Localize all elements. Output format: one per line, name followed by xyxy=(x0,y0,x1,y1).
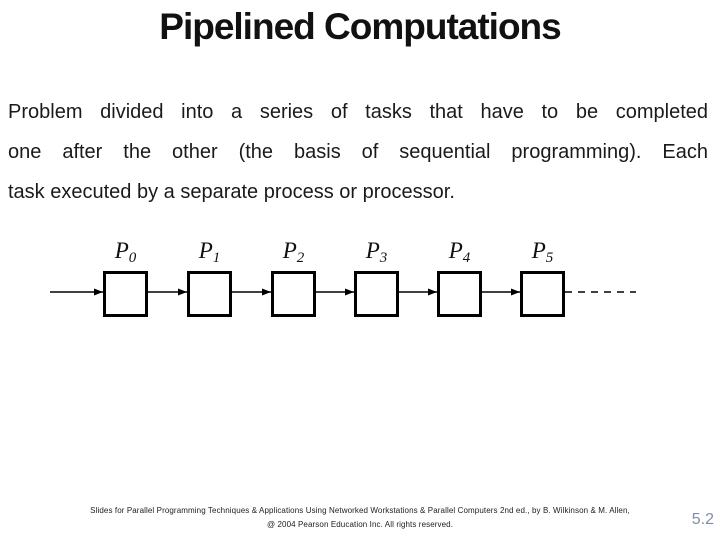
process-label: P3 xyxy=(365,238,388,266)
process-label: P4 xyxy=(448,238,471,266)
pipeline-diagram: P0 P1 P2 P3 P4 P5 xyxy=(0,238,720,333)
process-box xyxy=(271,271,316,317)
process-box xyxy=(520,271,565,317)
slide-title: Pipelined Computations xyxy=(159,6,561,47)
process-box xyxy=(354,271,399,317)
footer-credits: Slides for Parallel Programming Techniqu… xyxy=(0,504,720,532)
process-label: P2 xyxy=(282,238,305,266)
process-box xyxy=(103,271,148,317)
process-box xyxy=(437,271,482,317)
pipeline-arrows xyxy=(50,288,636,296)
body-text: Problem divided into a series of tasks t… xyxy=(8,92,708,212)
body-line: one after the other (the basis of sequen… xyxy=(8,141,708,163)
body-line: task executed by a separate process or p… xyxy=(8,181,455,203)
process-box xyxy=(187,271,232,317)
process-label: P1 xyxy=(198,238,221,266)
footer-credit-line-1: Slides for Parallel Programming Techniqu… xyxy=(90,506,630,515)
process-label: P0 xyxy=(114,238,137,266)
body-line: Problem divided into a series of tasks t… xyxy=(8,101,708,123)
footer-credit-line-2: @ 2004 Pearson Education Inc. All rights… xyxy=(266,520,454,529)
process-label: P5 xyxy=(531,238,554,266)
page-number: 5.2 xyxy=(691,511,714,528)
